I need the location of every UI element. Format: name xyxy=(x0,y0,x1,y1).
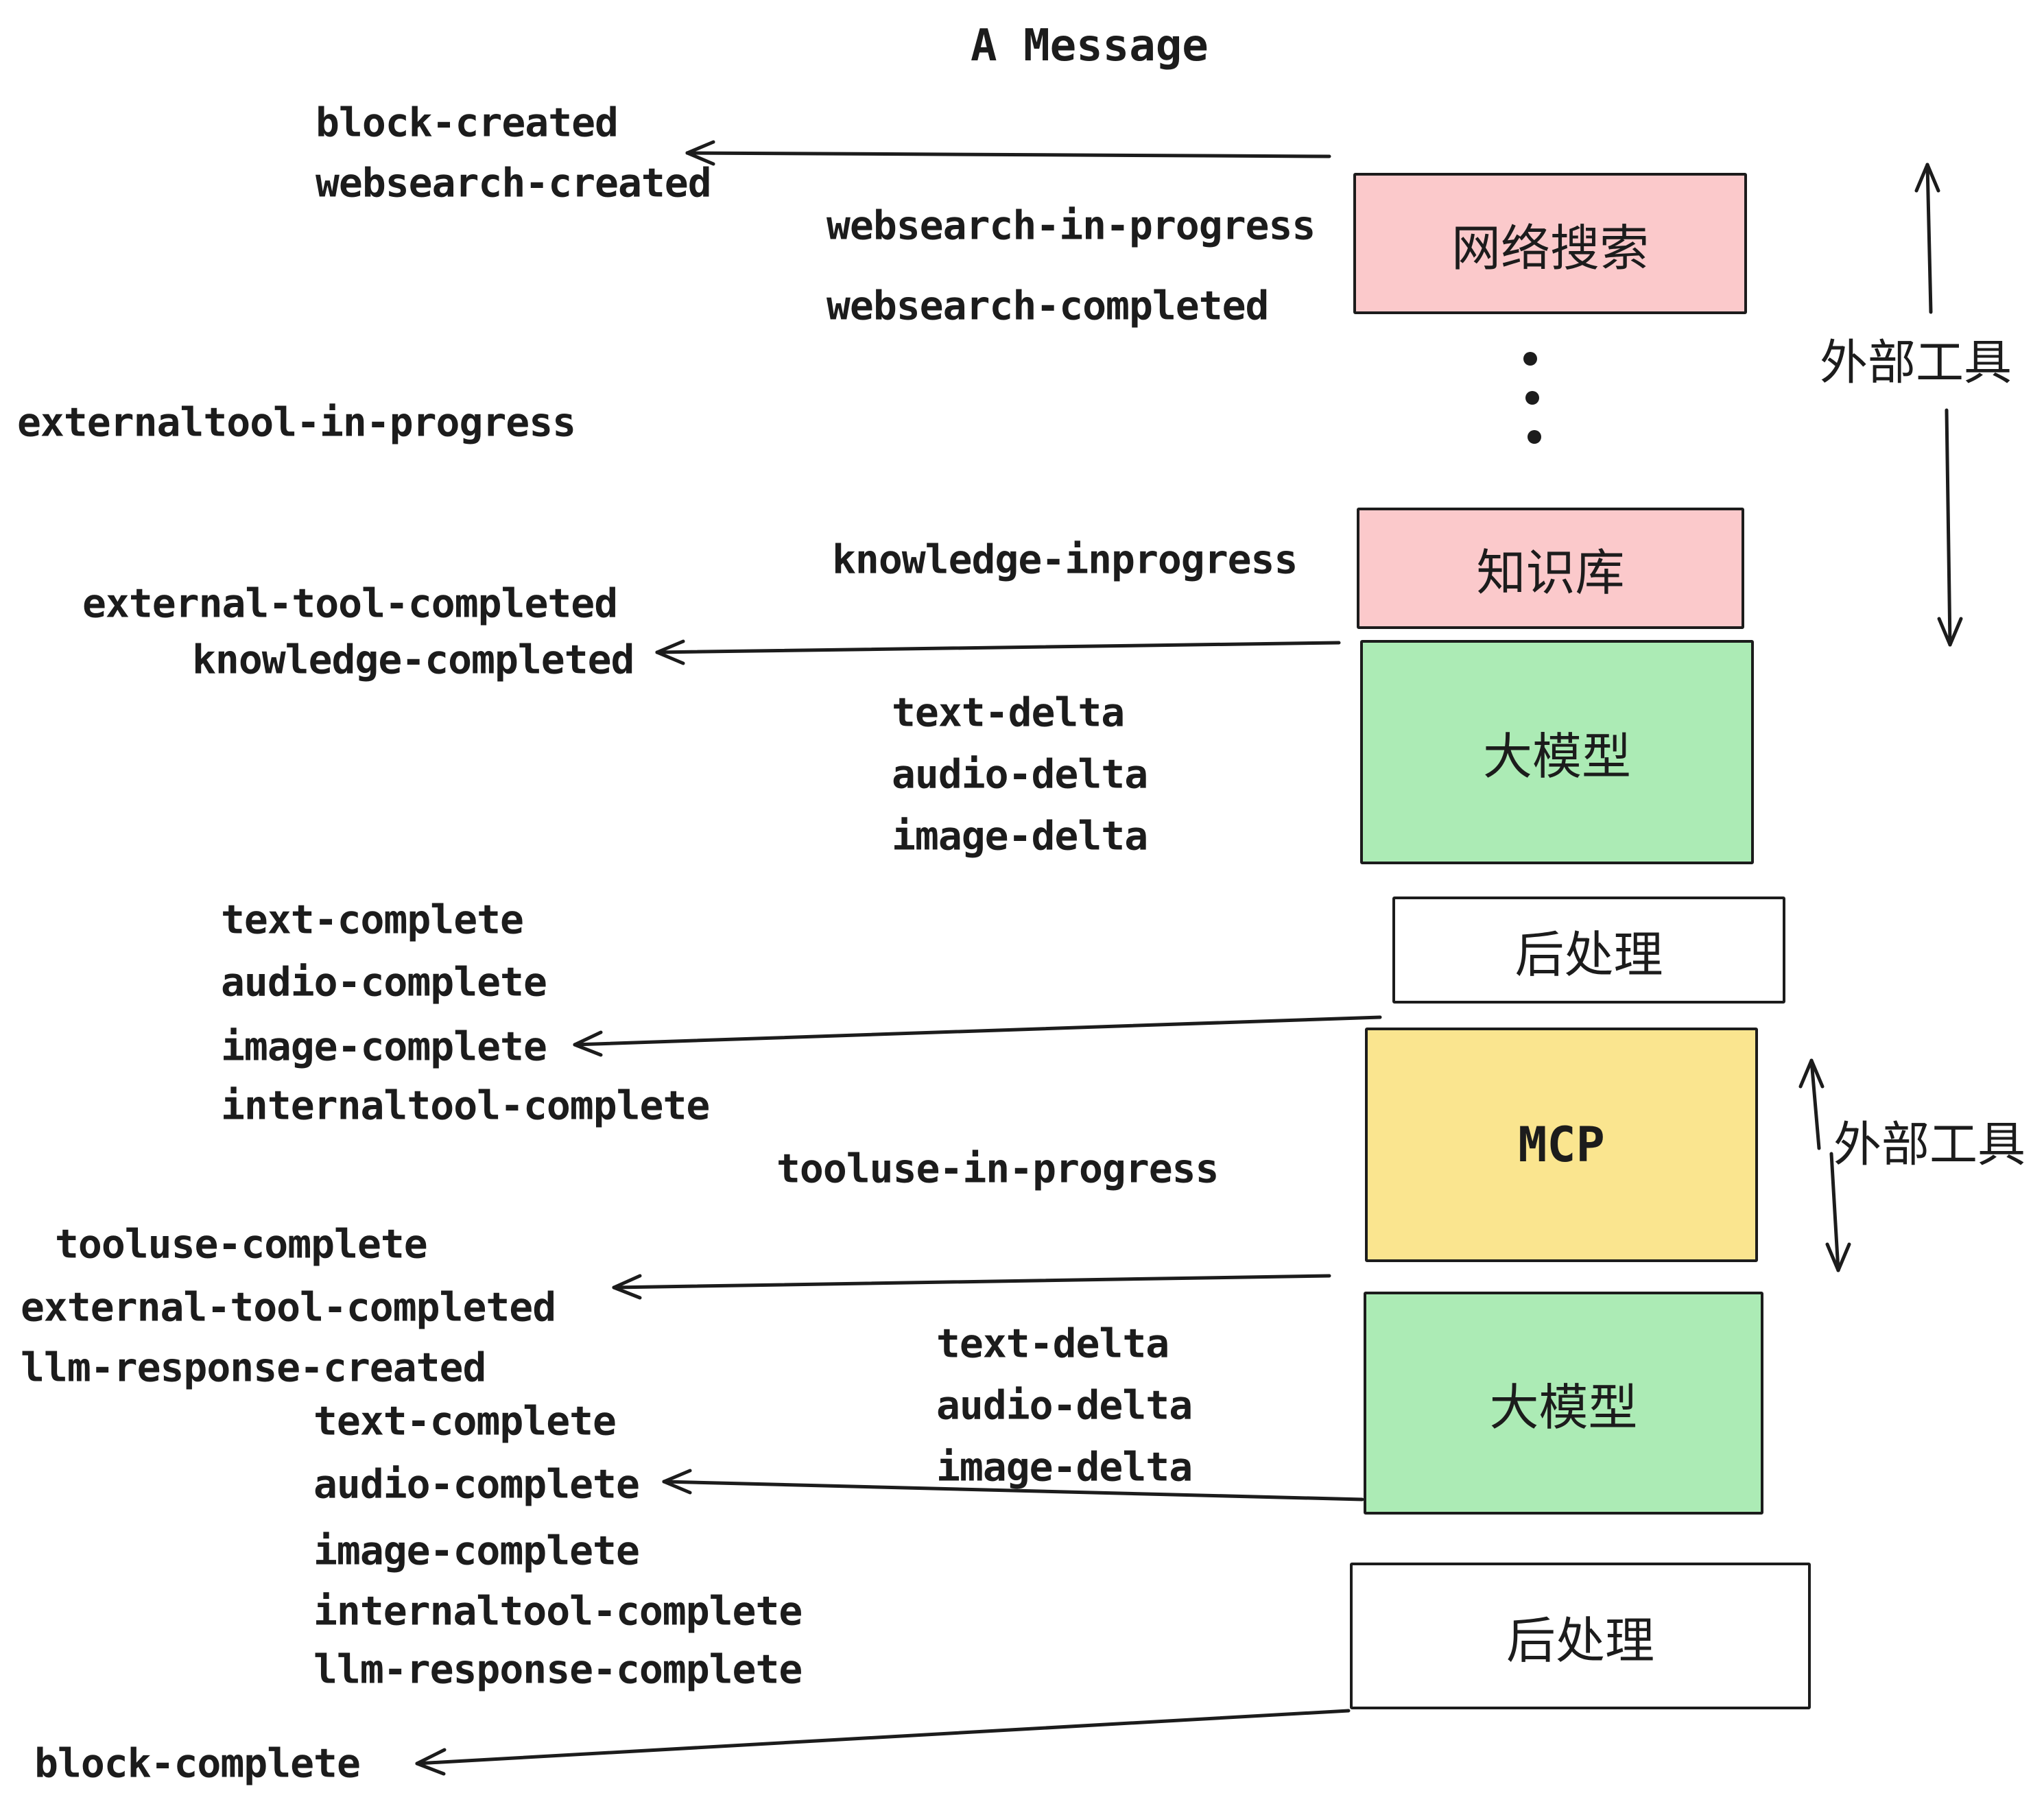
event-label-image-delta-1: image-delta xyxy=(892,812,1148,859)
box-mcp-label: MCP xyxy=(1518,1117,1605,1173)
event-label-text-delta-1: text-delta xyxy=(892,689,1125,736)
box-llm-2: 大模型 xyxy=(1364,1292,1763,1515)
event-label-tooluse-complete: tooluse-complete xyxy=(55,1220,428,1268)
box-web-search: 网络搜索 xyxy=(1353,173,1747,314)
event-label-text-delta-2: text-delta xyxy=(936,1320,1169,1367)
external-tools-down-arrow-2-icon xyxy=(1825,1152,1851,1272)
diagram-title: A Message xyxy=(971,21,1209,71)
external-tools-label-1: 外部工具 xyxy=(1820,334,2012,391)
event-label-text-complete-1: text-complete xyxy=(221,896,524,943)
arrow-to-external-tool-completed-icon xyxy=(612,1274,1331,1300)
event-label-knowledge-inprogress: knowledge-inprogress xyxy=(832,536,1298,583)
event-label-audio-complete-2: audio-complete xyxy=(313,1460,640,1508)
event-label-websearch-completed: websearch-completed xyxy=(827,282,1269,329)
event-label-image-delta-2: image-delta xyxy=(936,1443,1193,1491)
box-postprocess-1-label: 后处理 xyxy=(1514,925,1663,984)
event-label-block-created: block-created xyxy=(316,99,619,146)
arrow-to-audio-complete-icon xyxy=(662,1469,1364,1502)
event-label-external-tool-completed-1: external-tool-completed xyxy=(82,580,618,627)
box-llm-2-label: 大模型 xyxy=(1489,1379,1638,1436)
box-postprocess-1: 后处理 xyxy=(1392,897,1785,1004)
event-label-tooluse-in-progress: tooluse-in-progress xyxy=(776,1145,1219,1192)
arrow-to-block-created-icon xyxy=(685,140,1331,166)
box-postprocess-2: 后处理 xyxy=(1350,1563,1811,1709)
box-llm-1-label: 大模型 xyxy=(1482,728,1631,785)
arrow-to-knowledge-completed-icon xyxy=(655,639,1341,665)
external-tools-down-arrow-1-icon xyxy=(1937,408,1963,647)
event-label-image-complete-2: image-complete xyxy=(313,1527,640,1574)
event-label-knowledge-completed: knowledge-completed xyxy=(192,636,634,683)
event-label-audio-complete-1: audio-complete xyxy=(221,958,547,1006)
event-label-audio-delta-2: audio-delta xyxy=(936,1381,1193,1429)
external-tools-up-arrow-2-icon xyxy=(1798,1058,1825,1150)
ellipsis-dots xyxy=(1523,352,1541,444)
event-label-websearch-in-progress: websearch-in-progress xyxy=(827,202,1316,249)
event-label-llm-response-complete: llm-response-complete xyxy=(313,1646,803,1693)
event-label-internaltool-complete-1: internaltool-complete xyxy=(221,1082,710,1129)
box-knowledge-base-label: 知识库 xyxy=(1476,544,1625,602)
event-label-audio-delta-1: audio-delta xyxy=(892,750,1148,798)
event-label-block-complete: block-complete xyxy=(34,1740,361,1787)
event-label-external-tool-completed-2: external-tool-completed xyxy=(21,1283,556,1331)
event-label-image-complete-1: image-complete xyxy=(221,1023,547,1070)
event-label-text-complete-2: text-complete xyxy=(313,1397,617,1445)
box-knowledge-base: 知识库 xyxy=(1357,508,1744,629)
external-tools-label-2: 外部工具 xyxy=(1833,1116,2025,1173)
event-label-internaltool-complete-2: internaltool-complete xyxy=(313,1587,803,1635)
event-label-llm-response-created: llm-response-created xyxy=(21,1344,486,1391)
event-label-websearch-created: websearch-created xyxy=(316,159,712,206)
box-llm-1: 大模型 xyxy=(1360,640,1754,864)
box-postprocess-2-label: 后处理 xyxy=(1506,1611,1654,1670)
event-label-externaltool-in-progress: externaltool-in-progress xyxy=(17,399,576,446)
arrow-to-image-complete-icon xyxy=(573,1015,1382,1057)
box-mcp: MCP xyxy=(1365,1028,1758,1262)
external-tools-up-arrow-1-icon xyxy=(1914,163,1940,314)
arrow-to-block-complete-icon xyxy=(415,1709,1351,1776)
box-web-search-label: 网络搜索 xyxy=(1451,219,1649,277)
